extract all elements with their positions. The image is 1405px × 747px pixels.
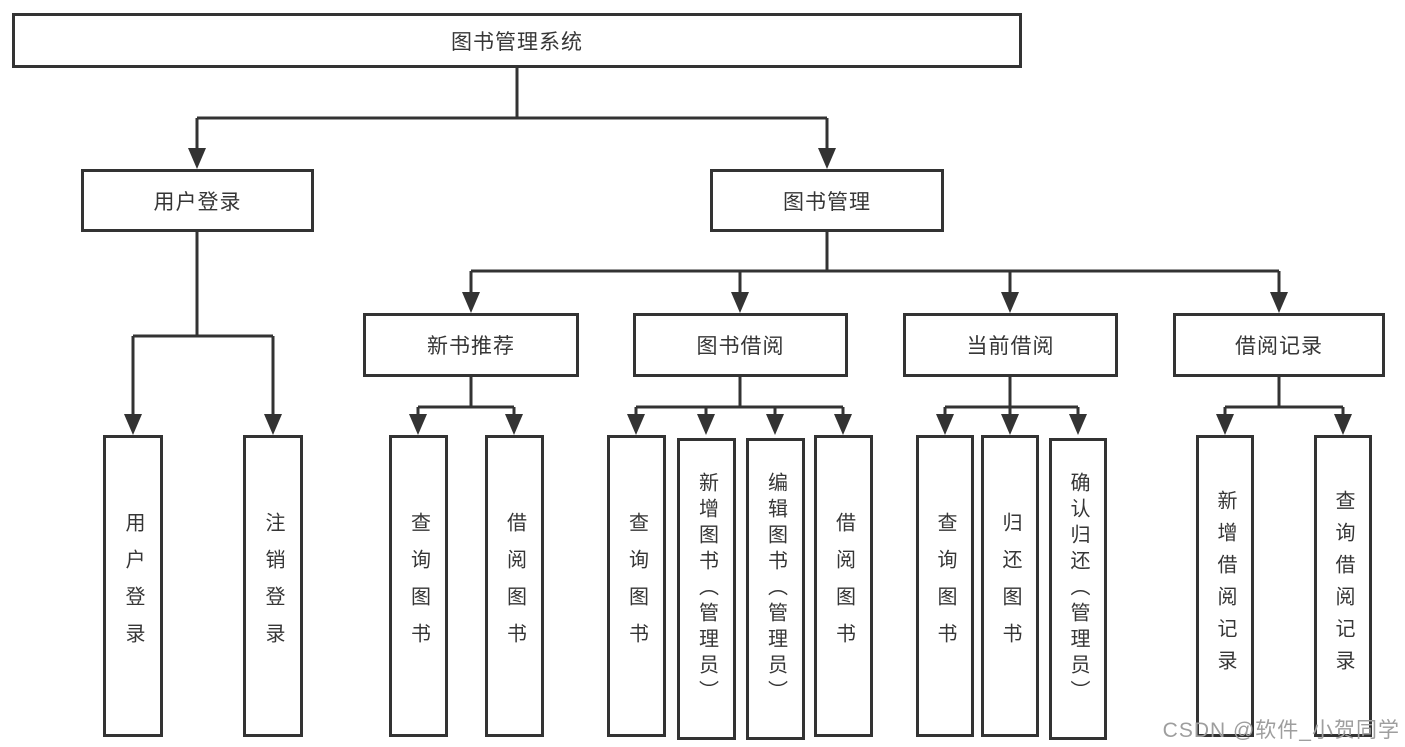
node-user-login-label: 用户登录 bbox=[153, 190, 242, 214]
node-current-borrow-label: 当前借阅 bbox=[966, 335, 1055, 358]
leaf-confirm-return-admin-label: 确认归还（管理员） bbox=[1067, 472, 1089, 706]
leaf-user-login-label: 用户登录 bbox=[122, 512, 144, 660]
leaf-borrow-book: 借阅图书 bbox=[814, 435, 873, 737]
node-current-borrow: 当前借阅 bbox=[903, 313, 1118, 377]
leaf-user-login: 用户登录 bbox=[103, 435, 163, 737]
leaf-return-book-label: 归还图书 bbox=[999, 512, 1021, 660]
leaf-confirm-return-admin: 确认归还（管理员） bbox=[1049, 438, 1107, 740]
leaf-borrow-query-book: 查询图书 bbox=[607, 435, 666, 737]
leaf-edit-book-admin: 编辑图书（管理员） bbox=[746, 438, 805, 740]
node-book-borrow: 图书借阅 bbox=[633, 313, 848, 377]
leaf-add-book-admin: 新增图书（管理员） bbox=[677, 438, 736, 740]
node-root: 图书管理系统 bbox=[12, 13, 1022, 68]
leaf-recommend-borrow-book: 借阅图书 bbox=[485, 435, 544, 737]
leaf-borrow-book-label: 借阅图书 bbox=[832, 512, 855, 660]
leaf-recommend-query-book-label: 查询图书 bbox=[407, 512, 430, 660]
leaf-return-book: 归还图书 bbox=[981, 435, 1039, 737]
leaf-recommend-query-book: 查询图书 bbox=[389, 435, 448, 737]
node-book-manage-label: 图书管理 bbox=[783, 190, 871, 214]
arrowhead-group bbox=[124, 148, 1352, 435]
node-borrow-records-label: 借阅记录 bbox=[1235, 335, 1323, 358]
node-new-book-recommend-label: 新书推荐 bbox=[427, 335, 515, 358]
csdn-watermark: CSDN @软件_小贺同学 bbox=[1162, 719, 1400, 742]
leaf-edit-book-admin-label: 编辑图书（管理员） bbox=[764, 472, 787, 706]
leaf-query-borrow-record: 查询借阅记录 bbox=[1314, 435, 1372, 737]
node-book-borrow-label: 图书借阅 bbox=[696, 335, 785, 358]
leaf-logout-label: 注销登录 bbox=[262, 512, 284, 660]
leaf-recommend-borrow-book-label: 借阅图书 bbox=[503, 512, 526, 660]
leaf-logout: 注销登录 bbox=[243, 435, 303, 737]
node-user-login: 用户登录 bbox=[81, 169, 314, 232]
node-book-manage: 图书管理 bbox=[710, 169, 944, 232]
leaf-current-query-book: 查询图书 bbox=[916, 435, 974, 737]
node-borrow-records: 借阅记录 bbox=[1173, 313, 1385, 377]
leaf-current-query-book-label: 查询图书 bbox=[934, 512, 956, 660]
node-new-book-recommend: 新书推荐 bbox=[363, 313, 579, 377]
leaf-add-borrow-record: 新增借阅记录 bbox=[1196, 435, 1254, 737]
node-root-label: 图书管理系统 bbox=[451, 30, 583, 54]
leaf-add-borrow-record-label: 新增借阅记录 bbox=[1214, 490, 1236, 682]
leaf-add-book-admin-label: 新增图书（管理员） bbox=[695, 472, 718, 706]
leaf-borrow-query-book-label: 查询图书 bbox=[625, 512, 648, 660]
leaf-query-borrow-record-label: 查询借阅记录 bbox=[1332, 490, 1354, 682]
